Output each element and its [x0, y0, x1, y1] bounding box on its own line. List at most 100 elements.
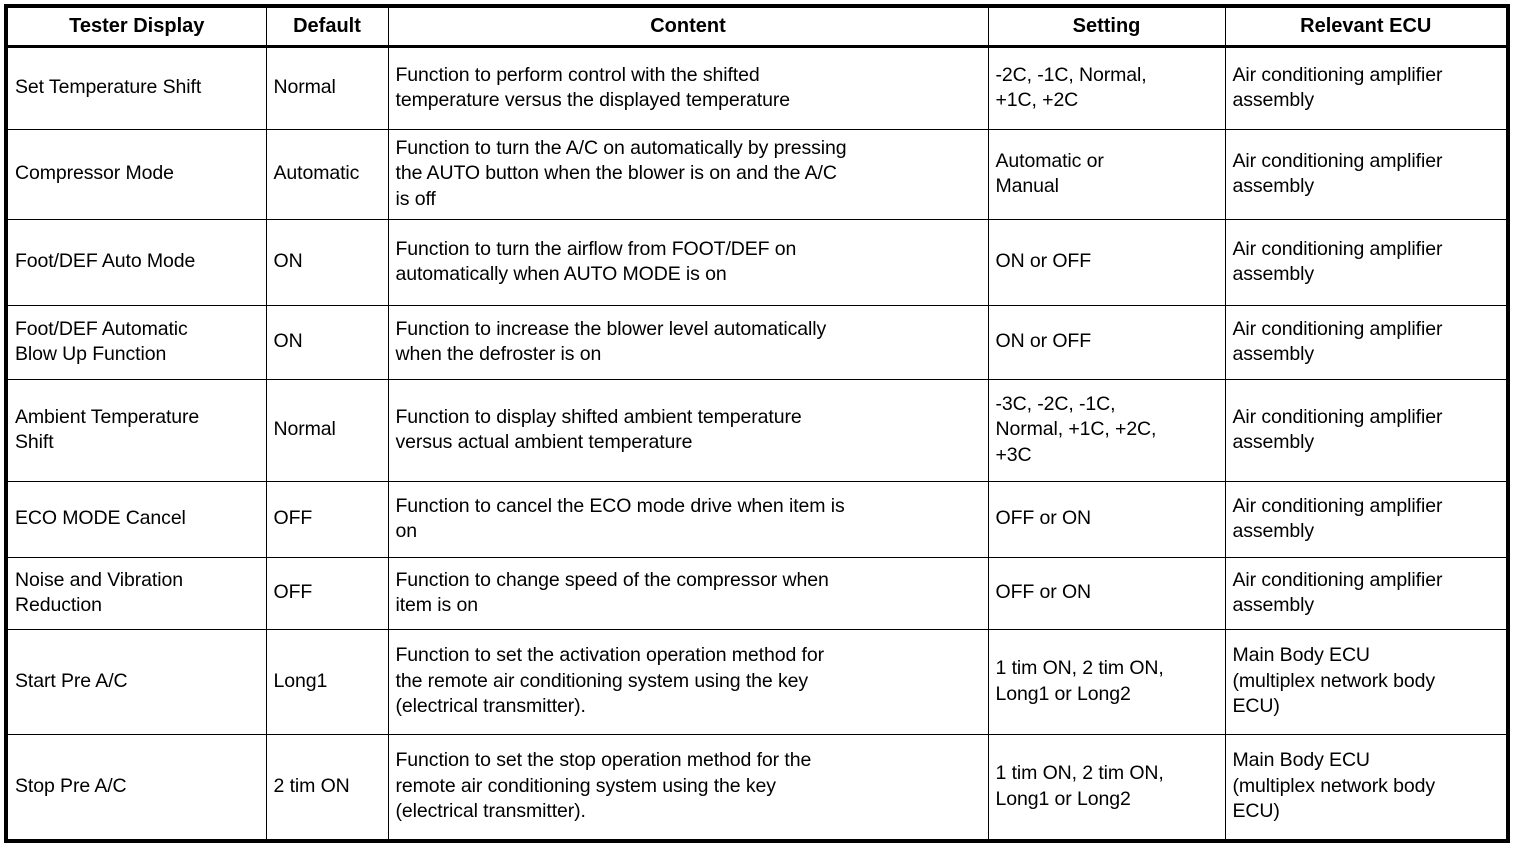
cell-relevant-ecu: Air conditioning amplifier assembly: [1224, 129, 1509, 220]
content-text: Function to set the activation operation…: [395, 644, 825, 718]
cell-default: Automatic: [265, 129, 389, 220]
cell-tester-display: Noise and Vibration Reduction: [5, 557, 267, 630]
default-text: OFF: [273, 581, 313, 604]
cell-relevant-ecu: Air conditioning amplifier assembly: [1224, 481, 1509, 558]
setting-text: Automatic or Manual: [995, 149, 1104, 197]
tester-display-text: Stop Pre A/C: [15, 774, 127, 797]
cell-setting: ON or OFF: [987, 305, 1226, 380]
table-header-row: Tester Display Default Content Setting R…: [5, 5, 1509, 48]
tester-display-text: Ambient Temperature Shift: [15, 405, 200, 453]
tester-display-text: Start Pre A/C: [15, 669, 128, 692]
setting-text: -3C, -2C, -1C, Normal, +1C, +2C, +3C: [995, 392, 1157, 466]
table-row: Start Pre A/C Long1 Function to set the …: [5, 629, 1509, 735]
cell-tester-display: ECO MODE Cancel: [5, 481, 267, 558]
table-row: Noise and Vibration Reduction OFF Functi…: [5, 557, 1509, 630]
cell-relevant-ecu: Air conditioning amplifier assembly: [1224, 219, 1509, 306]
customize-parameters-table: Tester Display Default Content Setting R…: [4, 4, 1510, 843]
cell-relevant-ecu: Air conditioning amplifier assembly: [1224, 379, 1509, 482]
cell-setting: OFF or ON: [987, 481, 1226, 558]
table-row: Foot/DEF Auto Mode ON Function to turn t…: [5, 219, 1509, 306]
tester-display-text: ECO MODE Cancel: [15, 507, 186, 530]
cell-relevant-ecu: Air conditioning amplifier assembly: [1224, 557, 1509, 630]
table-row: Stop Pre A/C 2 tim ON Function to set th…: [5, 734, 1509, 842]
column-header-default: Default: [265, 5, 389, 48]
cell-tester-display: Ambient Temperature Shift: [5, 379, 267, 482]
cell-setting: -3C, -2C, -1C, Normal, +1C, +2C, +3C: [987, 379, 1226, 482]
content-text: Function to turn the A/C on automaticall…: [395, 136, 847, 210]
cell-content: Function to set the activation operation…: [387, 629, 989, 735]
cell-content: Function to increase the blower level au…: [387, 305, 989, 380]
cell-tester-display: Stop Pre A/C: [5, 734, 267, 842]
cell-content: Function to perform control with the shi…: [387, 46, 989, 130]
content-text: Function to perform control with the shi…: [395, 63, 791, 111]
cell-relevant-ecu: Main Body ECU (multiplex network body EC…: [1224, 734, 1509, 842]
cell-relevant-ecu: Main Body ECU (multiplex network body EC…: [1224, 629, 1509, 735]
default-text: Normal: [273, 76, 336, 99]
tester-display-text: Noise and Vibration Reduction: [15, 568, 183, 616]
cell-content: Function to turn the A/C on automaticall…: [387, 129, 989, 220]
ecu-text: Air conditioning amplifier assembly: [1232, 149, 1443, 197]
ecu-text: Air conditioning amplifier assembly: [1232, 494, 1443, 542]
cell-tester-display: Foot/DEF Automatic Blow Up Function: [5, 305, 267, 380]
setting-text: ON or OFF: [995, 250, 1092, 273]
cell-default: Long1: [265, 629, 389, 735]
tester-display-text: Foot/DEF Auto Mode: [15, 250, 196, 273]
default-text: ON: [273, 330, 303, 353]
cell-default: OFF: [265, 557, 389, 630]
content-text: Function to cancel the ECO mode drive wh…: [395, 494, 845, 542]
content-text: Function to increase the blower level au…: [395, 317, 827, 365]
tester-display-text: Foot/DEF Automatic Blow Up Function: [15, 317, 188, 365]
cell-setting: Automatic or Manual: [987, 129, 1226, 220]
table-row: Compressor Mode Automatic Function to tu…: [5, 129, 1509, 220]
table-header: Tester Display Default Content Setting R…: [5, 5, 1509, 48]
table-row: Set Temperature Shift Normal Function to…: [5, 46, 1509, 130]
cell-relevant-ecu: Air conditioning amplifier assembly: [1224, 46, 1509, 130]
setting-text: 1 tim ON, 2 tim ON, Long1 or Long2: [995, 657, 1164, 705]
default-text: 2 tim ON: [273, 774, 350, 797]
default-text: OFF: [273, 507, 313, 530]
ecu-text: Air conditioning amplifier assembly: [1232, 63, 1443, 111]
cell-setting: 1 tim ON, 2 tim ON, Long1 or Long2: [987, 629, 1226, 735]
cell-setting: OFF or ON: [987, 557, 1226, 630]
cell-setting: 1 tim ON, 2 tim ON, Long1 or Long2: [987, 734, 1226, 842]
column-header-relevant-ecu: Relevant ECU: [1224, 5, 1509, 48]
cell-tester-display: Foot/DEF Auto Mode: [5, 219, 267, 306]
setting-text: ON or OFF: [995, 330, 1092, 353]
ecu-text: Main Body ECU (multiplex network body EC…: [1232, 749, 1436, 823]
table-row: ECO MODE Cancel OFF Function to cancel t…: [5, 481, 1509, 558]
column-header-setting: Setting: [987, 5, 1226, 48]
cell-tester-display: Start Pre A/C: [5, 629, 267, 735]
cell-content: Function to cancel the ECO mode drive wh…: [387, 481, 989, 558]
cell-setting: -2C, -1C, Normal, +1C, +2C: [987, 46, 1226, 130]
tester-display-text: Compressor Mode: [15, 162, 174, 185]
column-header-tester-display: Tester Display: [5, 5, 267, 48]
content-text: Function to set the stop operation metho…: [395, 749, 812, 823]
content-text: Function to display shifted ambient temp…: [395, 405, 802, 453]
cell-content: Function to set the stop operation metho…: [387, 734, 989, 842]
default-text: Normal: [273, 418, 336, 441]
tester-display-text: Set Temperature Shift: [15, 76, 202, 99]
setting-text: 1 tim ON, 2 tim ON, Long1 or Long2: [995, 762, 1164, 810]
default-text: Long1: [273, 669, 328, 692]
ecu-text: Air conditioning amplifier assembly: [1232, 405, 1443, 453]
ecu-text: Air conditioning amplifier assembly: [1232, 568, 1443, 616]
ecu-text: Air conditioning amplifier assembly: [1232, 237, 1443, 285]
ecu-text: Main Body ECU (multiplex network body EC…: [1232, 644, 1436, 718]
cell-default: OFF: [265, 481, 389, 558]
cell-content: Function to turn the airflow from FOOT/D…: [387, 219, 989, 306]
cell-default: ON: [265, 305, 389, 380]
default-text: Automatic: [273, 162, 360, 185]
table-row: Ambient Temperature Shift Normal Functio…: [5, 379, 1509, 482]
table-body: Set Temperature Shift Normal Function to…: [5, 46, 1509, 842]
setting-text: OFF or ON: [995, 581, 1092, 604]
content-text: Function to change speed of the compress…: [395, 568, 829, 616]
cell-setting: ON or OFF: [987, 219, 1226, 306]
cell-relevant-ecu: Air conditioning amplifier assembly: [1224, 305, 1509, 380]
cell-default: 2 tim ON: [265, 734, 389, 842]
setting-text: -2C, -1C, Normal, +1C, +2C: [995, 63, 1147, 111]
ecu-text: Air conditioning amplifier assembly: [1232, 317, 1443, 365]
cell-default: ON: [265, 219, 389, 306]
default-text: ON: [273, 250, 303, 273]
cell-tester-display: Compressor Mode: [5, 129, 267, 220]
cell-content: Function to change speed of the compress…: [387, 557, 989, 630]
